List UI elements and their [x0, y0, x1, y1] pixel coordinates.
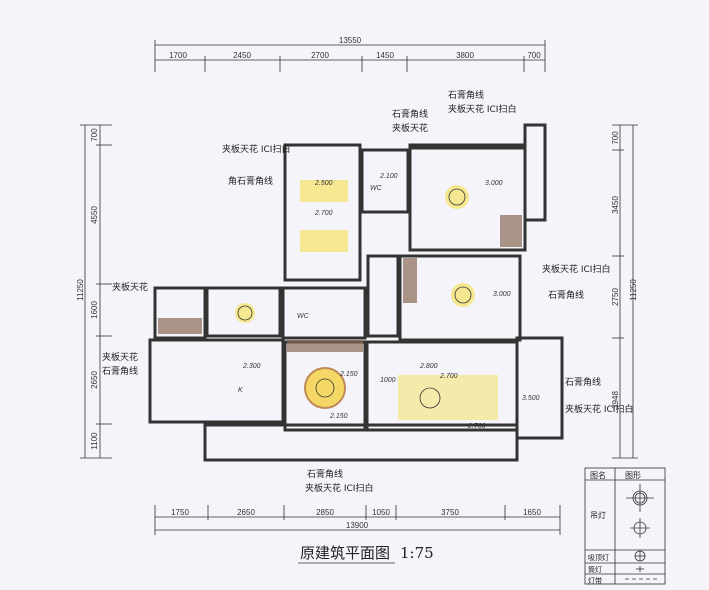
- left-dimension-chain: 700 4550 1600 2650 1100 11250: [76, 124, 112, 459]
- elevation-mark: 2.800: [419, 363, 438, 370]
- dim-top-total: 13550: [339, 36, 362, 45]
- note-plywood-ceiling-3: 夹板天花: [102, 351, 138, 363]
- chandelier-icon: [626, 484, 654, 538]
- label-kitchen: K: [238, 387, 243, 394]
- dim-top-3: 2700: [311, 51, 329, 60]
- note-plaster-cornice-6: 石膏角线: [307, 468, 343, 480]
- dim-bottom-6: 1650: [523, 508, 541, 517]
- legend-row-downlight: 筒灯: [588, 565, 602, 574]
- right-dimension-chain: 700 3450 2750 3948 11250: [611, 124, 638, 459]
- elevation-mark: 3.000: [493, 291, 511, 298]
- elevation-mark: 2.700: [314, 210, 333, 217]
- bottom-dimension-chain: 1750 2650 2850 1050 3750 1650 13900: [154, 505, 561, 535]
- dim-left-1: 700: [90, 128, 99, 142]
- dim-left-total: 11250: [76, 279, 85, 301]
- dim-right-total: 11250: [629, 279, 638, 301]
- dim-bottom-total: 13900: [346, 521, 369, 530]
- dim-top-6: 700: [527, 51, 541, 60]
- elevation-mark: 2.700: [439, 373, 458, 380]
- ceiling-lamp-icon: [634, 550, 646, 562]
- note-plywood-ceiling-ici-5: 夹板天花 ICI扫白: [305, 482, 373, 494]
- dim-top-4: 1450: [376, 51, 394, 60]
- elevation-mark: 2.150: [339, 371, 358, 378]
- legend-row-ceiling-lamp: 吸顶灯: [588, 553, 609, 562]
- note-plaster-cornice-3: 石膏角线: [102, 365, 138, 377]
- drawing-scale: 1:75: [400, 544, 434, 562]
- note-plywood-ceiling-ici-4: 夹板天花 ICI扫白: [565, 403, 633, 415]
- note-plaster-cornice-4: 石膏角线: [548, 289, 584, 301]
- note-plywood-ceiling-2: 夹板天花: [112, 281, 148, 293]
- note-plywood-ceiling-ici-1: 夹板天花 ICI扫白: [222, 143, 290, 155]
- plan-walls: [148, 123, 564, 462]
- dim-right-2: 3450: [611, 196, 620, 214]
- elevation-mark: 2.100: [379, 173, 398, 180]
- elevation-mark: 2.500: [314, 180, 333, 187]
- dim-left-3: 1600: [90, 301, 99, 319]
- dim-top-1: 1700: [169, 51, 187, 60]
- wood-panels: [158, 215, 522, 352]
- note-plywood-ceiling-ici-3: 夹板天花 ICI扫白: [542, 263, 610, 275]
- dim-bottom-3: 2850: [316, 508, 334, 517]
- annotations: 夹板天花 ICI扫白 角石膏角线 石膏角线 夹板天花 石膏角线 夹板天花 ICI…: [102, 89, 633, 494]
- elevation-mark: 2.700: [467, 423, 486, 430]
- elevation-mark: 2.150: [329, 413, 348, 420]
- dim-right-1: 700: [611, 131, 620, 145]
- elevation-mark: 2.300: [242, 363, 261, 370]
- note-plywood-ceiling-ici-2: 夹板天花 ICI扫白: [448, 103, 516, 115]
- note-plaster-cornice-5: 石膏角线: [565, 376, 601, 388]
- elevation-mark: 1000: [380, 377, 396, 384]
- legend-row-chandelier: 吊灯: [590, 510, 606, 520]
- dim-bottom-1: 1750: [171, 508, 189, 517]
- note-plaster-cornice-2: 石膏角线: [448, 89, 484, 101]
- note-plywood-ceiling-1: 夹板天花: [392, 122, 428, 134]
- dim-left-4: 2650: [90, 371, 99, 389]
- dim-left-2: 4550: [90, 206, 99, 224]
- label-wc-2: WC: [297, 313, 310, 320]
- label-wc-1: WC: [370, 185, 383, 192]
- downlight-icon: [636, 566, 644, 572]
- elevation-marks: 3.000 2.100 2.700 2.500 3.000 2.300 2.15…: [242, 173, 540, 430]
- dim-bottom-5: 3750: [441, 508, 459, 517]
- elevation-mark: 3.500: [522, 395, 540, 402]
- ceiling-highlights: [235, 180, 498, 420]
- drawing-title: 原建筑平面图: [300, 544, 390, 562]
- dim-top-5: 3800: [456, 51, 474, 60]
- dim-top-2: 2450: [233, 51, 251, 60]
- dim-right-4: 3948: [611, 391, 620, 409]
- legend-table: 图名 图形 吊灯 吸顶灯 筒灯 灯带: [584, 467, 666, 585]
- note-plaster-cornice-1: 石膏角线: [392, 108, 428, 120]
- dim-right-3: 2750: [611, 288, 620, 306]
- top-dimension-chain: 13550 1700 2450 2700 1450 3800 700: [154, 36, 546, 72]
- elevation-mark: 3.000: [485, 180, 503, 187]
- legend-row-light-strip: 灯带: [588, 576, 602, 585]
- dim-bottom-2: 2650: [237, 508, 255, 517]
- note-recessed-cornice: 角石膏角线: [228, 175, 273, 187]
- legend-header-name: 图名: [590, 470, 606, 480]
- dim-left-5: 1100: [90, 432, 99, 450]
- legend-header-shape: 图形: [625, 471, 641, 480]
- dim-bottom-4: 1050: [372, 508, 390, 517]
